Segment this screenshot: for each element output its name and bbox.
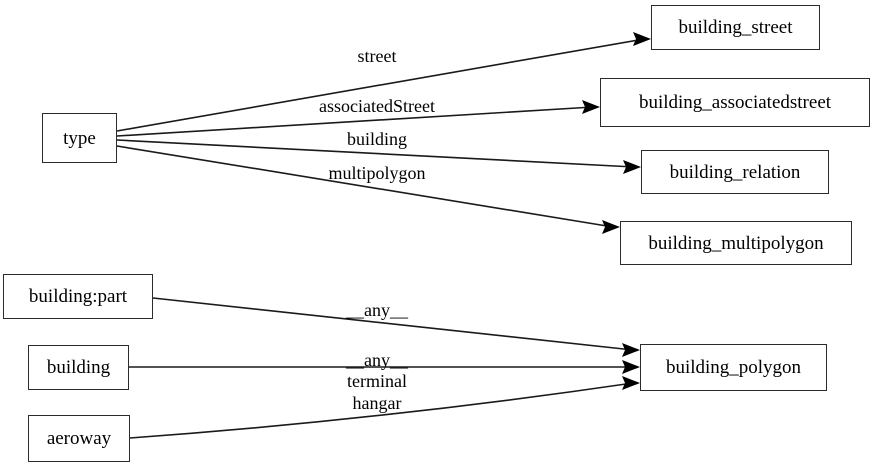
node-building[interactable]: building: [28, 345, 129, 390]
node-label: building_street: [678, 17, 793, 38]
edge-label-associatedstreet: associatedStreet: [319, 96, 435, 116]
edge-label-terminal: terminal: [347, 371, 407, 391]
node-label: building_relation: [669, 161, 801, 183]
arrow-head-building_associatedstreet: [582, 100, 600, 114]
edge-aeroway-building_polygon: [129, 382, 634, 439]
arrow-head-building_street: [633, 32, 651, 46]
edge-label-building: building: [346, 129, 408, 149]
edge-label-street: street: [357, 46, 397, 66]
node-aeroway[interactable]: aeroway: [28, 415, 130, 462]
node-label: building_multipolygon: [648, 232, 824, 254]
arrow-head-building_polygon-1: [622, 343, 640, 357]
node-building_relation[interactable]: building_relation: [641, 150, 829, 194]
arrow-head-building_polygon-2: [622, 360, 640, 374]
edge-type-building_associatedstreet: [116, 106, 594, 137]
edge-label-any-building: __any__: [346, 350, 408, 370]
edge-label-multipolygon: multipolygon: [328, 163, 426, 183]
edge-type-building_relation: [116, 139, 635, 168]
node-building_street[interactable]: building_street: [651, 5, 820, 50]
node-type[interactable]: type: [42, 113, 117, 163]
node-label: type: [63, 127, 96, 149]
edge-label-any-part: __any__: [346, 300, 408, 320]
node-label: building: [46, 357, 111, 378]
node-building_associatedstreet[interactable]: building_associatedstreet: [600, 78, 870, 127]
node-label: building:part: [28, 286, 128, 307]
node-label: building_associatedstreet: [638, 92, 832, 113]
arrow-head-building_multipolygon: [602, 220, 620, 234]
node-building-part[interactable]: building:part: [3, 274, 153, 319]
node-building_multipolygon[interactable]: building_multipolygon: [620, 221, 852, 265]
node-building_polygon[interactable]: building_polygon: [640, 344, 827, 391]
arrow-head-building_relation: [623, 160, 641, 174]
arrow-head-building_polygon-3: [622, 376, 640, 390]
node-label: building_polygon: [665, 357, 802, 378]
edge-building_part-building_polygon: [152, 297, 634, 351]
node-label: aeroway: [46, 428, 112, 449]
edge-label-hangar: hangar: [352, 393, 402, 413]
edge-type-building_street: [116, 38, 645, 132]
edge-type-building_multipolygon: [116, 145, 614, 228]
